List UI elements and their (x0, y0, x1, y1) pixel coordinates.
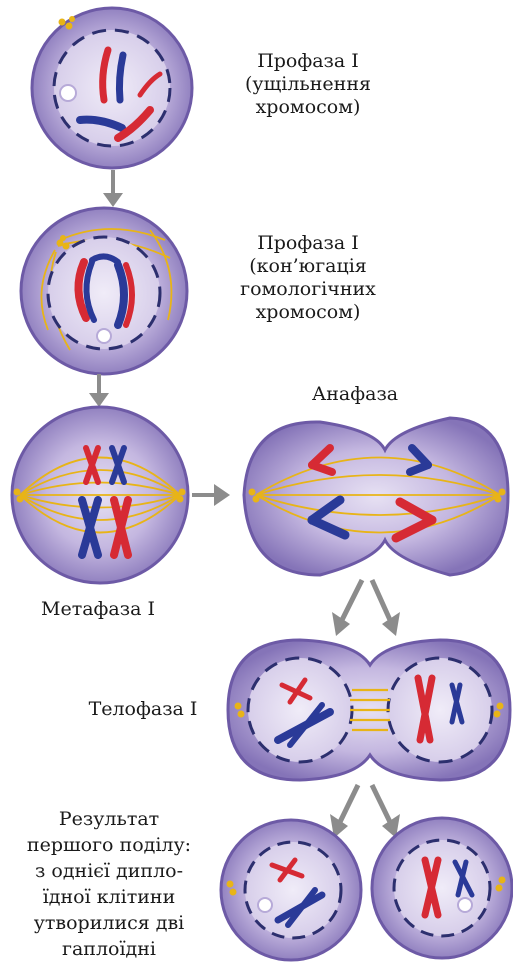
label-line: Профаза I (218, 232, 398, 255)
label-line: (кон’югація (218, 255, 398, 278)
label-line: першого поділу: (2, 832, 216, 858)
label-line: хромосом) (218, 96, 398, 119)
label-line: Метафаза I (18, 598, 178, 621)
arrows-telophase-down (330, 785, 400, 838)
label-line: Телофаза I (68, 698, 218, 721)
cell-prophase1-synapsis (21, 208, 187, 374)
cell-result-right (372, 818, 512, 958)
label-metaphase1: Метафаза I (18, 598, 178, 621)
label-line: гаплоїдні (2, 936, 216, 962)
label-prophase1-condensation: Профаза I (ущільнення хромосом) (218, 50, 398, 119)
label-line: утворилися дві (2, 910, 216, 936)
label-result: Результат першого поділу: з однієї дипло… (2, 806, 216, 962)
label-line: Результат (2, 806, 216, 832)
label-line: Профаза I (218, 50, 398, 73)
label-line: (ущільнення (218, 73, 398, 96)
label-line: з однієї дипло- (2, 858, 216, 884)
label-line: хромосом) (218, 301, 398, 324)
label-line: Анафаза (290, 383, 420, 406)
label-telophase1: Телофаза I (68, 698, 218, 721)
arrows-anaphase-down (332, 580, 400, 636)
cell-metaphase1 (12, 407, 188, 583)
arrow-down-1 (103, 170, 123, 207)
cell-anaphase (244, 418, 508, 575)
arrow-down-2 (89, 374, 109, 407)
nucleolus (458, 898, 472, 912)
label-anaphase: Анафаза (290, 383, 420, 406)
arrow-right (192, 484, 230, 506)
cell-telophase1 (228, 640, 510, 780)
nucleolus (60, 85, 76, 101)
label-line: їдної клітини (2, 884, 216, 910)
cell-result-left (221, 820, 361, 960)
cell-prophase1-condensation (32, 8, 192, 168)
nucleolus (97, 329, 111, 343)
nucleolus (258, 898, 272, 912)
label-line: гомологічних (218, 278, 398, 301)
label-prophase1-synapsis: Профаза I (кон’югація гомологічних хромо… (218, 232, 398, 324)
